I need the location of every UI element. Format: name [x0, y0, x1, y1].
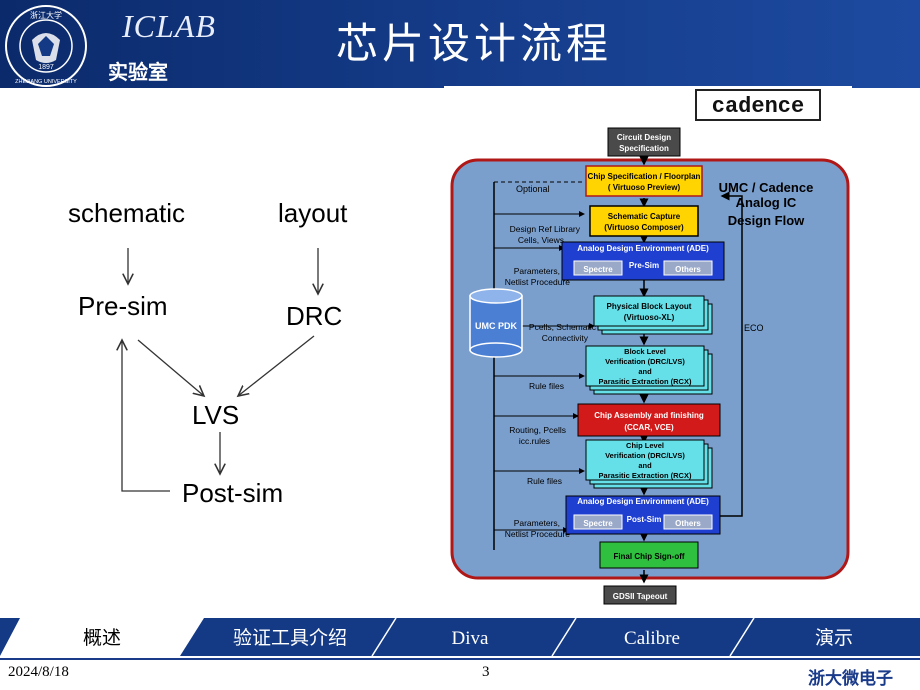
section-nav: 概述 验证工具介绍 Diva Calibre 演示 [0, 618, 920, 656]
svg-text:Circuit Design: Circuit Design [617, 133, 671, 142]
svg-text:Spectre: Spectre [583, 265, 613, 274]
svg-text:Others: Others [675, 519, 701, 528]
label-params2-2: Netlist Procedure [505, 529, 570, 539]
label-params2-1: Parameters, [514, 518, 560, 528]
box-ade-postsim: Analog Design Environment (ADE) Spectre … [565, 495, 721, 535]
label-design-ref-1: Design Ref Library [510, 224, 581, 234]
svg-text:Others: Others [675, 265, 701, 274]
box-block-verification: Block Level Verification (DRC/LVS) and P… [585, 345, 713, 395]
svg-text:GDSII Tapeout: GDSII Tapeout [613, 592, 668, 601]
cadence-flow-diagram: cadence UMC / Cadence Analog IC Design F… [444, 86, 852, 608]
svg-text:Block Level: Block Level [624, 347, 666, 356]
diagram-heading-3: Design Flow [728, 213, 805, 228]
svg-text:and: and [638, 367, 652, 376]
svg-text:UMC PDK: UMC PDK [475, 321, 517, 331]
svg-text:Analog Design Environment (ADE: Analog Design Environment (ADE) [577, 244, 709, 253]
box-floorplan: Chip Specification / Floorplan ( Virtuos… [585, 165, 703, 197]
drc-node: DRC [286, 301, 343, 331]
svg-text:Chip Specification / Floorplan: Chip Specification / Floorplan [588, 172, 701, 181]
box-chip-assembly: Chip Assembly and finishing (CCAR, VCE) [577, 403, 721, 437]
box-chip-verification: Chip Level Verification (DRC/LVS) and Pa… [585, 439, 713, 489]
label-pcells-1: Pcells, Schematic [529, 322, 597, 332]
svg-text:Spectre: Spectre [583, 519, 613, 528]
footer-divider [0, 658, 920, 660]
box-physical-layout: Physical Block Layout (Virtuoso-XL) [593, 295, 713, 335]
diagram-heading-2: Analog IC [736, 195, 797, 210]
svg-text:(CCAR, VCE): (CCAR, VCE) [624, 423, 674, 432]
svg-text:浙江大学: 浙江大学 [30, 10, 62, 20]
svg-text:Chip Assembly and finishing: Chip Assembly and finishing [594, 411, 704, 420]
svg-text:验证工具介绍: 验证工具介绍 [233, 627, 347, 649]
svg-text:Post-Sim: Post-Sim [627, 515, 662, 524]
label-params1-2: Netlist Procedure [505, 277, 570, 287]
umc-pdk-database: UMC PDK [469, 288, 523, 358]
svg-text:( Virtuoso Preview): ( Virtuoso Preview) [608, 183, 681, 192]
label-pcells-2: Connectivity [542, 333, 589, 343]
footer-date: 2024/8/18 [8, 664, 69, 680]
svg-text:概述: 概述 [83, 627, 121, 649]
svg-text:Physical Block Layout: Physical Block Layout [607, 302, 692, 311]
nav-item-calibre[interactable]: Calibre [624, 628, 680, 649]
postsim-node: Post-sim [182, 478, 284, 508]
svg-text:Specification: Specification [619, 144, 669, 153]
box-circuit-spec: Circuit Design Specification [607, 127, 681, 157]
svg-text:(Virtuoso Composer): (Virtuoso Composer) [604, 223, 684, 232]
optional-label: Optional [516, 184, 550, 194]
label-rule2: Rule files [527, 476, 562, 486]
lab-cn-name: 实验室 [108, 62, 168, 84]
nav-item-diva[interactable]: Diva [452, 628, 490, 649]
svg-text:Final Chip Sign-off: Final Chip Sign-off [613, 552, 684, 561]
eco-label: ECO [744, 323, 764, 333]
svg-text:ZHEJIANG UNIVERSITY: ZHEJIANG UNIVERSITY [15, 79, 77, 85]
svg-text:Pre-Sim: Pre-Sim [629, 261, 659, 270]
page-number: 3 [482, 664, 490, 680]
university-seal-logo: 1897 ZHEJIANG UNIVERSITY 浙江大学 [5, 5, 87, 87]
svg-text:Verification (DRC/LVS): Verification (DRC/LVS) [605, 451, 685, 460]
svg-text:Chip Level: Chip Level [626, 441, 664, 450]
svg-text:演示: 演示 [815, 627, 853, 649]
lvs-node: LVS [192, 400, 240, 430]
label-params1-1: Parameters, [514, 266, 560, 276]
svg-text:(Virtuoso-XL): (Virtuoso-XL) [624, 313, 675, 322]
svg-text:Analog Design Environment (ADE: Analog Design Environment (ADE) [577, 497, 709, 506]
svg-text:Diva: Diva [452, 628, 490, 649]
svg-text:Calibre: Calibre [624, 628, 680, 649]
label-routing-1: Routing, Pcells [509, 425, 566, 435]
svg-text:and: and [638, 461, 652, 470]
schematic-node: schematic [68, 198, 186, 228]
presim-node: Pre-sim [78, 291, 168, 321]
svg-text:1897: 1897 [38, 64, 54, 71]
label-rule1: Rule files [529, 381, 564, 391]
lab-name: ICLAB [122, 8, 216, 44]
svg-text:Verification (DRC/LVS): Verification (DRC/LVS) [605, 357, 685, 366]
box-final-signoff: Final Chip Sign-off [599, 541, 699, 569]
nav-item-overview[interactable]: 概述 [83, 627, 121, 649]
cadence-logo: cadence [695, 89, 821, 121]
header-bar: 1897 ZHEJIANG UNIVERSITY 浙江大学 ICLAB 实验室 … [0, 0, 920, 88]
label-routing-2: icc.rules [519, 436, 550, 446]
svg-text:cadence: cadence [712, 94, 804, 119]
simple-flow-arrows [0, 248, 440, 492]
nav-item-demo[interactable]: 演示 [815, 627, 853, 649]
nav-item-verification-tools[interactable]: 验证工具介绍 [233, 627, 347, 649]
box-schematic-capture: Schematic Capture (Virtuoso Composer) [589, 205, 699, 237]
footer-brand: 浙大微电子 [808, 669, 893, 688]
layout-node: layout [278, 198, 348, 228]
svg-text:Parasitic Extraction (RCX): Parasitic Extraction (RCX) [599, 471, 692, 480]
page-title: 芯片设计流程 [336, 19, 613, 68]
label-design-ref-2: Cells, Views [518, 235, 564, 245]
diagram-heading-1: UMC / Cadence [719, 180, 814, 195]
svg-text:Schematic Capture: Schematic Capture [608, 212, 681, 221]
svg-text:Parasitic Extraction (RCX): Parasitic Extraction (RCX) [599, 377, 692, 386]
box-ade-presim: Analog Design Environment (ADE) Spectre … [561, 241, 725, 281]
box-gdsii-tapeout: GDSII Tapeout [603, 585, 677, 605]
